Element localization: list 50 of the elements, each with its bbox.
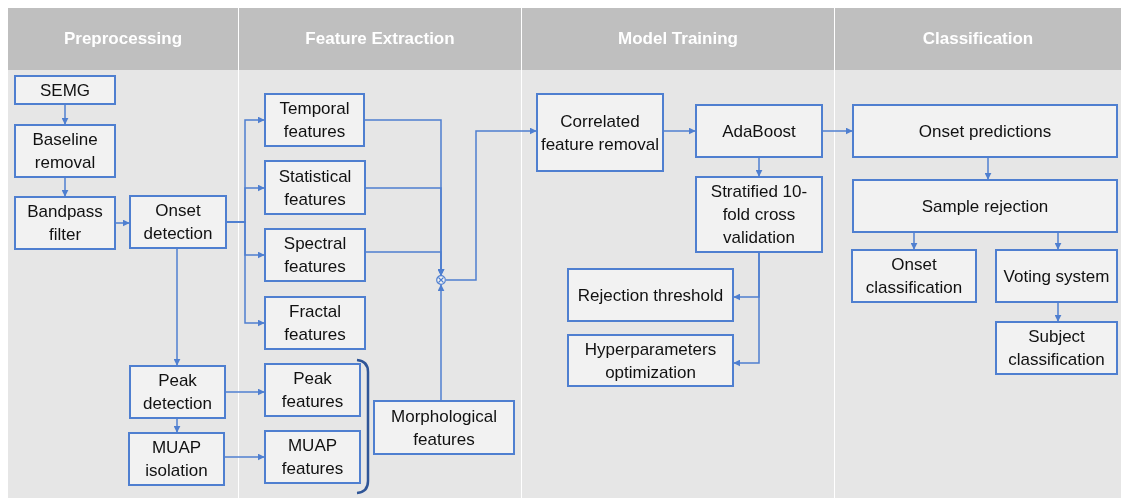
process-box: Peak features xyxy=(264,363,361,417)
arrow xyxy=(173,248,181,366)
process-box: Spectral features xyxy=(264,228,366,282)
process-box: Stratified 10-fold cross validation xyxy=(695,176,823,253)
process-box: Voting system xyxy=(995,249,1118,303)
process-box: Bandpass filter xyxy=(14,196,116,250)
column-panel xyxy=(239,8,521,498)
process-box: Sample rejection xyxy=(852,179,1118,233)
process-box: MUAP features xyxy=(264,430,361,484)
process-box: Subject classification xyxy=(995,321,1118,375)
arrow xyxy=(910,232,918,250)
arrow xyxy=(61,104,69,125)
process-box: Peak detection xyxy=(129,365,226,419)
arrow xyxy=(115,219,130,227)
arrow xyxy=(663,127,696,135)
arrow xyxy=(1054,302,1062,322)
arrow xyxy=(365,251,445,276)
arrow xyxy=(225,388,265,396)
process-box: Onset detection xyxy=(129,195,227,249)
column-panel xyxy=(835,8,1121,498)
process-box: Hyperparameters optimization xyxy=(567,334,734,387)
process-box: Onset predictions xyxy=(852,104,1118,158)
process-box: Baseline removal xyxy=(14,124,116,178)
process-box: Correlated feature removal xyxy=(536,93,664,172)
arrow xyxy=(437,284,445,401)
process-box: Morphological features xyxy=(373,400,515,455)
arrow xyxy=(61,177,69,197)
arrow xyxy=(755,157,763,177)
arrow xyxy=(173,418,181,433)
column-header: Model Training xyxy=(522,8,834,70)
process-box: SEMG xyxy=(14,75,116,105)
process-box: Temporal features xyxy=(264,93,365,147)
column-header: Preprocessing xyxy=(8,8,238,70)
process-box: AdaBoost xyxy=(695,104,823,158)
arrow xyxy=(984,157,992,180)
column-header: Feature Extraction xyxy=(239,8,521,70)
arrow xyxy=(445,127,537,281)
process-box: Rejection threshold xyxy=(567,268,734,322)
arrow xyxy=(224,453,265,461)
process-box: Onset classification xyxy=(851,249,977,303)
column-panel xyxy=(8,8,238,498)
column-panel xyxy=(522,8,834,498)
process-box: Fractal features xyxy=(264,296,366,350)
process-box: MUAP isolation xyxy=(128,432,225,486)
arrow xyxy=(1054,232,1062,250)
arrow xyxy=(822,127,853,135)
process-box: Statistical features xyxy=(264,160,366,215)
arrow xyxy=(733,252,760,367)
junction-circle xyxy=(436,275,446,285)
column-header: Classification xyxy=(835,8,1121,70)
